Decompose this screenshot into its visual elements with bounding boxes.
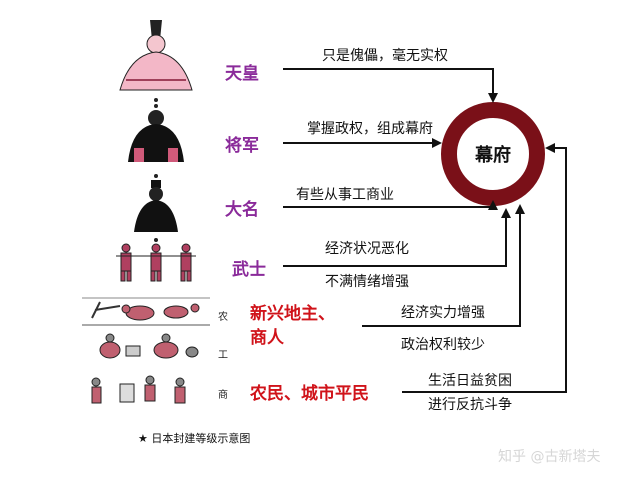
emperor-figure <box>120 20 192 90</box>
artisan-scene <box>100 334 198 358</box>
desc-samurai-2: 不满情绪增强 <box>325 271 409 291</box>
samurai-figures <box>116 244 196 281</box>
desc-samurai-1: 经济状况恶化 <box>325 238 409 258</box>
daimyo-figure <box>134 180 178 232</box>
rank-commoners: 农民、城市平民 <box>250 383 369 405</box>
rank-daimyo: 大名 <box>225 195 259 220</box>
shogun-figure <box>128 110 184 162</box>
side-label-artisan: 工 <box>218 346 228 361</box>
rank-shogun: 将军 <box>225 131 259 156</box>
side-label-farmer: 农 <box>218 308 228 323</box>
desc-daimyo: 有些从事工商业 <box>296 184 394 204</box>
rank-landlords-line2: 商人 <box>250 327 284 349</box>
desc-commoners-1: 生活日益贫困 <box>428 370 512 390</box>
merchant-scene <box>92 376 185 403</box>
desc-landlords-2: 政治权利较少 <box>401 334 485 354</box>
desc-emperor: 只是傀儡，毫无实权 <box>322 45 448 65</box>
figure-caption: ★ 日本封建等级示意图 <box>138 430 250 446</box>
desc-landlords-1: 经济实力增强 <box>401 302 485 322</box>
bakufu-label: 幕府 <box>468 141 518 167</box>
watermark: 知乎 @古新塔夫 <box>498 446 600 466</box>
desc-shogun: 掌握政权，组成幕府 <box>307 118 433 138</box>
rank-emperor: 天皇 <box>225 59 259 84</box>
rank-landlords-line1: 新兴地主、 <box>250 303 335 325</box>
rank-samurai: 武士 <box>232 255 266 280</box>
side-label-merchant: 商 <box>218 386 228 401</box>
farmer-scene <box>82 298 210 325</box>
desc-commoners-2: 进行反抗斗争 <box>428 394 512 414</box>
